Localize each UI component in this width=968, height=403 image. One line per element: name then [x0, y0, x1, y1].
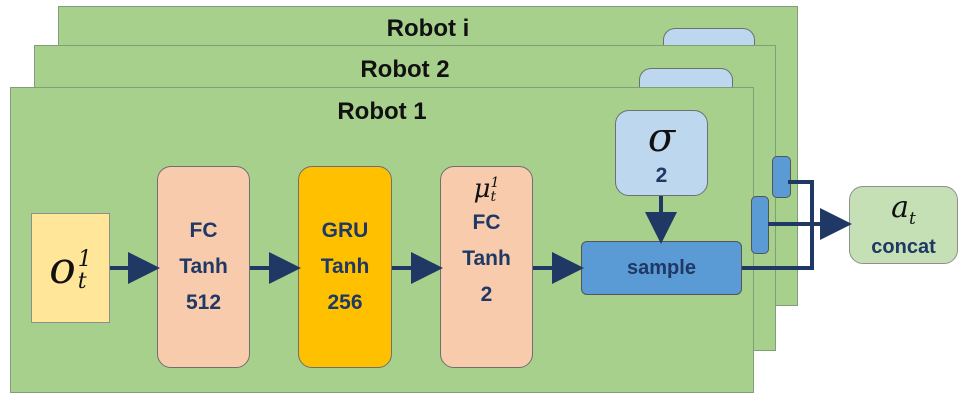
gru-layer: GRU Tanh 256: [298, 166, 392, 368]
gru-activation: Tanh: [320, 255, 370, 278]
fc2-type: FC: [472, 211, 501, 234]
fc2-units: 2: [480, 283, 493, 306]
sigma-symbol: σ: [647, 115, 676, 161]
merge-line-robot-1: [742, 224, 814, 270]
output-label: concat: [871, 236, 936, 258]
panel-title-robot-1: Robot 1: [337, 98, 427, 125]
fc-layer-1: FC Tanh 512: [157, 166, 250, 368]
fc1-activation: Tanh: [179, 255, 228, 278]
output-box: at concat: [849, 186, 958, 264]
sigma-value: 2: [655, 164, 668, 187]
panel-title-robot-2: Robot 2: [360, 56, 450, 83]
panel-title-robot-i: Robot i: [386, 15, 470, 42]
merge-line-robot-i: [788, 180, 814, 224]
sample-box: sample: [581, 241, 742, 295]
fc2-activation: Tanh: [462, 247, 511, 270]
fc1-type: FC: [189, 219, 218, 242]
fc1-units: 512: [185, 291, 222, 314]
output-symbol: at: [891, 190, 916, 230]
gru-units: 256: [327, 291, 363, 314]
sample-label: sample: [627, 256, 696, 279]
gru-type: GRU: [321, 219, 369, 242]
sample-stub-robot-2: [772, 156, 791, 198]
sigma-box: σ 2: [615, 110, 708, 196]
